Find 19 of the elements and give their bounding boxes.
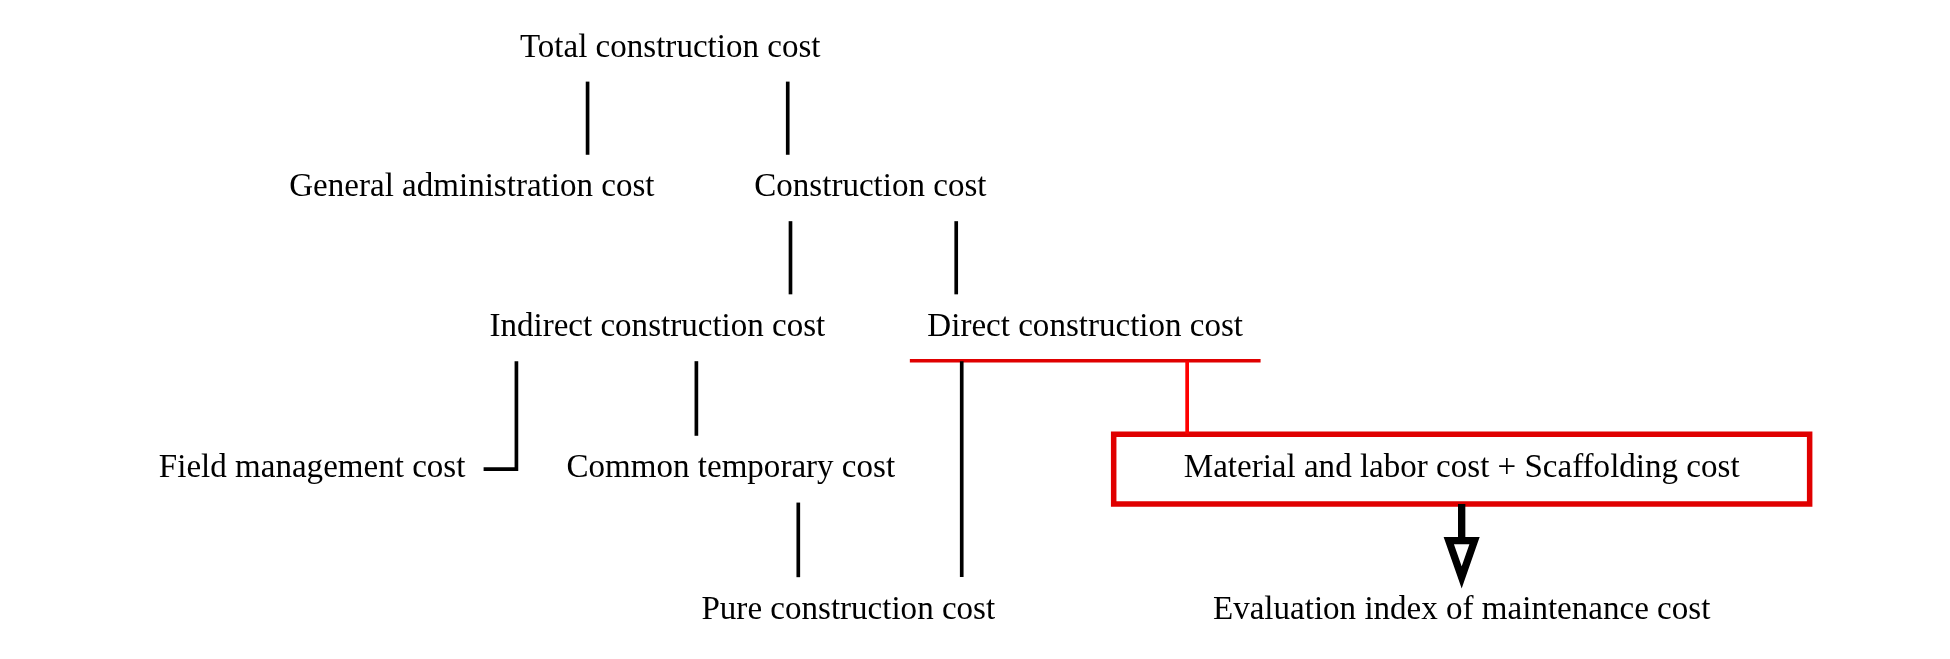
- node-box: Material and labor cost + Scaffolding cost: [1110, 431, 1812, 507]
- node-text: Evaluation index of maintenance cost: [1212, 589, 1710, 626]
- node-text: Field management cost: [158, 448, 465, 485]
- node-text: Pure construction cost: [700, 589, 995, 626]
- node-text: Direct construction cost: [926, 306, 1243, 343]
- node-text: General administration cost: [288, 167, 655, 204]
- connector: [483, 361, 518, 471]
- connector: [795, 502, 800, 578]
- node-text: Common temporary cost: [566, 448, 895, 485]
- node-text: Total construction cost: [519, 27, 820, 64]
- connector: [785, 81, 790, 155]
- connector: [1184, 361, 1189, 434]
- node-text: Construction cost: [753, 167, 986, 204]
- connector: [585, 81, 589, 155]
- connector: [959, 361, 964, 577]
- node-text: Indirect construction cost: [488, 306, 825, 343]
- connector: [953, 221, 958, 295]
- connector: [694, 361, 698, 436]
- connector: [788, 221, 792, 295]
